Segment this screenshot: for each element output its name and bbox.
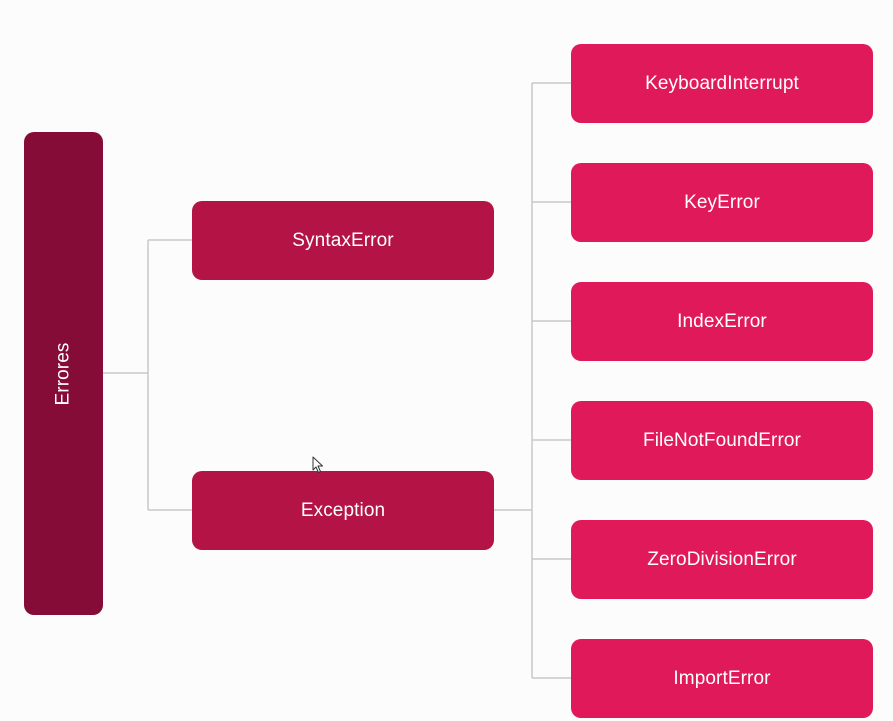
node-keyerror-label: KeyError [684, 191, 760, 213]
node-importerror-label: ImportError [673, 667, 771, 689]
node-keyboardinterrupt: KeyboardInterrupt [571, 44, 873, 123]
node-syntaxerror-label: SyntaxError [292, 229, 394, 251]
node-keyboardinterrupt-label: KeyboardInterrupt [645, 72, 799, 94]
node-indexerror: IndexError [571, 282, 873, 361]
node-importerror: ImportError [571, 639, 873, 718]
node-indexerror-label: IndexError [677, 310, 767, 332]
node-exception: Exception [192, 471, 494, 550]
node-exception-label: Exception [300, 499, 386, 521]
node-filenotfounderror: FileNotFoundError [571, 401, 873, 480]
root-node-errores: Errores [24, 132, 103, 615]
root-node-label: Errores [52, 342, 74, 405]
node-filenotfounderror-label: FileNotFoundError [643, 429, 801, 451]
node-syntaxerror: SyntaxError [192, 201, 494, 280]
node-keyerror: KeyError [571, 163, 873, 242]
mouse-pointer-icon [312, 456, 324, 479]
node-zerodivisionerror: ZeroDivisionError [571, 520, 873, 599]
node-zerodivisionerror-label: ZeroDivisionError [647, 548, 797, 570]
